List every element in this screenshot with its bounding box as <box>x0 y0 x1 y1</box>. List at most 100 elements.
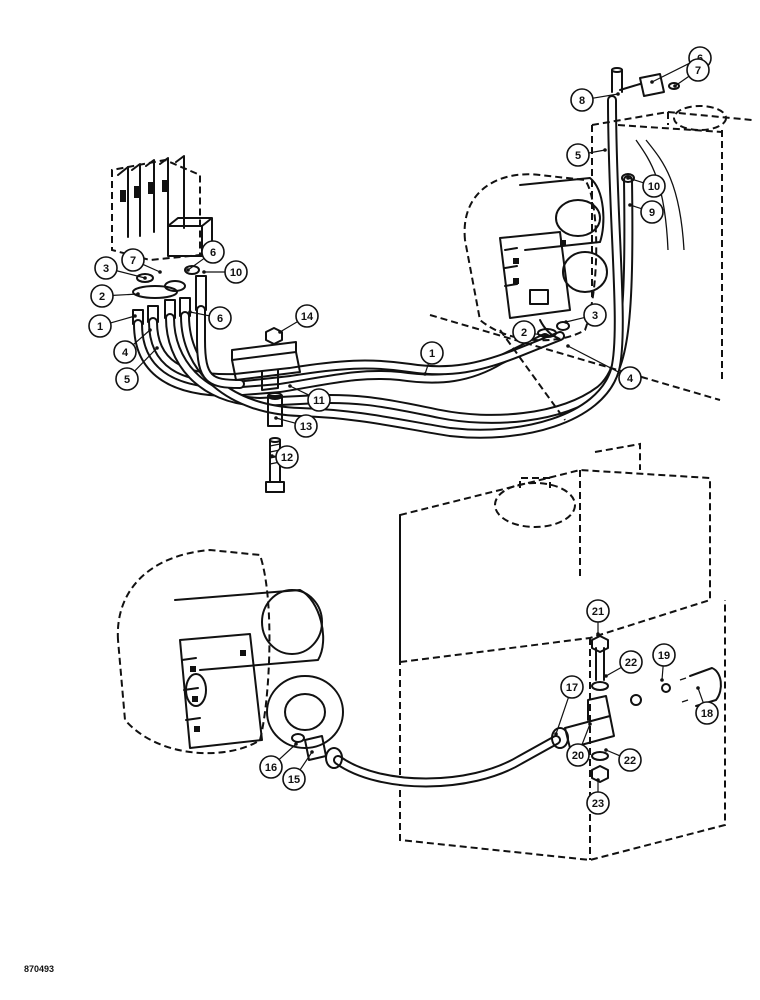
control-valve-bank <box>111 155 213 262</box>
callout-circle <box>512 320 536 344</box>
callout-leader-tip <box>596 778 600 782</box>
callout-circle <box>570 88 594 112</box>
callout-number: 2 <box>521 327 527 339</box>
callout-number: 19 <box>658 650 670 662</box>
callout-circle <box>201 240 225 264</box>
callout-circle <box>94 256 118 280</box>
callout-8: 8 <box>570 88 594 112</box>
callout-number: 17 <box>566 682 578 694</box>
callout-leader <box>187 257 205 271</box>
callout-leader <box>629 204 642 210</box>
callout-circle <box>652 643 676 667</box>
callout-leader <box>534 333 549 337</box>
callout-leader-tip <box>596 632 600 636</box>
callout-5: 5 <box>115 367 139 391</box>
callout-3: 3 <box>583 303 607 327</box>
callout-5: 5 <box>566 143 590 167</box>
callout-17: 17 <box>560 675 584 699</box>
callout-leader-tip <box>554 732 558 736</box>
callout-circle <box>583 303 607 327</box>
callout-leader-tip <box>588 722 592 726</box>
callout-number: 6 <box>217 313 223 325</box>
callout-circle <box>113 340 137 364</box>
callout-number: 13 <box>300 421 312 433</box>
callout-circle <box>115 367 139 391</box>
callout-number: 18 <box>701 708 713 720</box>
callout-number: 21 <box>592 606 604 618</box>
callout-6: 6 <box>201 240 225 264</box>
callout-leader <box>674 75 690 87</box>
callout-leader <box>424 363 430 375</box>
callout-circle <box>307 388 331 412</box>
callout-leaders <box>110 62 704 792</box>
callout-leader <box>605 666 622 677</box>
callout-1: 1 <box>420 341 444 365</box>
callout-circle <box>640 200 664 224</box>
callout-number: 7 <box>695 65 701 77</box>
callout-circle <box>686 58 710 82</box>
callout-number: 14 <box>301 311 314 323</box>
callout-2: 2 <box>90 284 114 308</box>
callout-number: 3 <box>103 263 109 275</box>
callout-7: 7 <box>686 58 710 82</box>
callout-23: 23 <box>586 791 610 815</box>
callout-9: 9 <box>640 200 664 224</box>
callout-number: 9 <box>649 207 655 219</box>
callout-leader <box>627 177 644 184</box>
callout-leader <box>555 697 570 735</box>
callout-leader-tip <box>270 454 274 458</box>
callout-leader <box>275 417 296 424</box>
callout-leader <box>116 270 146 279</box>
callout-15: 15 <box>282 767 306 791</box>
callout-number: 10 <box>648 181 660 193</box>
callout-20: 20 <box>566 743 590 767</box>
callout-number: 4 <box>627 373 634 385</box>
callout-leader <box>567 345 621 374</box>
callout-circle <box>88 314 112 338</box>
callout-7: 7 <box>121 248 145 272</box>
callout-circle <box>294 414 318 438</box>
callout-18: 18 <box>695 701 719 725</box>
callout-number: 7 <box>130 255 136 267</box>
lower-hydraulic-tank <box>399 442 726 862</box>
callout-circle <box>618 748 642 772</box>
callout-leader-tip <box>136 292 140 296</box>
callout-number: 8 <box>579 95 585 107</box>
callout-leader <box>110 315 136 324</box>
callout-circle <box>208 306 232 330</box>
lower-hose <box>325 635 722 788</box>
callout-leader <box>132 329 151 346</box>
callout-number: 4 <box>122 347 129 359</box>
callout-number: 2 <box>99 291 105 303</box>
callout-leader-tip <box>133 314 137 318</box>
callout-leader-tip <box>604 748 608 752</box>
callout-circle <box>566 143 590 167</box>
callout-16: 16 <box>259 755 283 779</box>
callout-circle <box>420 341 444 365</box>
callout-leader <box>279 321 298 333</box>
callout-leader <box>289 385 310 396</box>
callout-number: 23 <box>592 798 604 810</box>
callout-leader-tip <box>626 176 630 180</box>
callout-21: 21 <box>586 599 610 623</box>
callout-leader-tip <box>274 416 278 420</box>
callout-11: 11 <box>307 388 331 412</box>
callout-leader-tip <box>310 750 314 754</box>
callout-circle <box>586 599 610 623</box>
callout-leader-tip <box>186 268 190 272</box>
callout-leader <box>565 316 585 323</box>
lower-pump-assembly <box>116 548 344 761</box>
callout-leader-tip <box>566 344 570 348</box>
callout-14: 14 <box>295 304 319 328</box>
callout-4: 4 <box>618 366 642 390</box>
callout-12: 12 <box>275 445 299 469</box>
upper-hydraulic-tank <box>429 67 753 421</box>
callout-circle <box>618 366 642 390</box>
callout-circle <box>586 791 610 815</box>
callout-leader <box>588 149 606 154</box>
callout-leader <box>134 347 158 372</box>
callout-leader-tip <box>650 80 654 84</box>
callout-leader-tip <box>546 334 550 338</box>
callout-10: 10 <box>642 174 666 198</box>
